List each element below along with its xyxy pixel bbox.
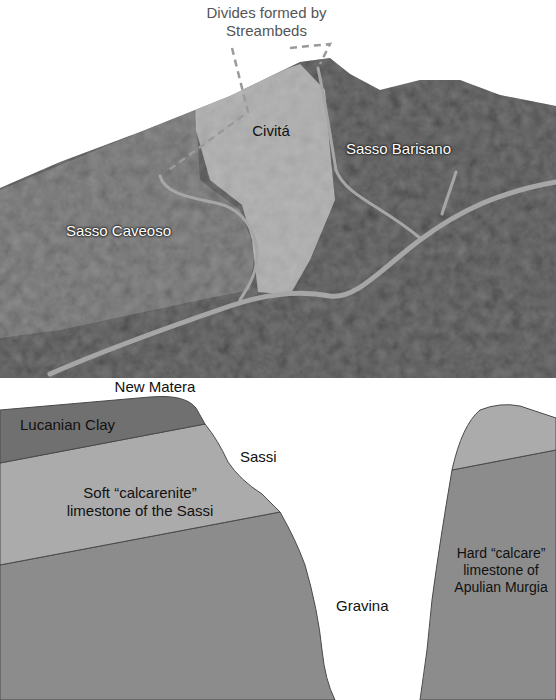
region-label: Sasso Caveoso	[66, 222, 216, 240]
civita-area	[195, 64, 335, 295]
barisano-branch	[442, 172, 456, 214]
region-label: New Matera	[100, 378, 210, 396]
region-label: Civitá	[240, 122, 302, 140]
gravina-streambed	[50, 182, 556, 374]
aerial-photo	[0, 0, 556, 380]
caveoso-streambed	[160, 176, 257, 300]
clay-layer	[0, 396, 205, 463]
region-label: Hard “calcare” limestone of Apulian Murg…	[449, 545, 553, 595]
divide-lines	[166, 44, 330, 172]
region-label: Lucanian Clay	[20, 416, 140, 434]
streambeds	[50, 68, 556, 374]
region-label: Sassi	[240, 448, 290, 466]
annotation-label: Divides formed by Streambeds	[204, 4, 329, 40]
photo-texture	[0, 0, 556, 380]
cross-section	[0, 396, 556, 700]
limestone-cap	[452, 405, 556, 470]
hard-limestone-right	[420, 450, 556, 700]
divide-line	[166, 48, 248, 172]
region-label: Soft “calcarenite” limestone of the Sass…	[58, 484, 222, 520]
region-label: Sasso Barisano	[346, 140, 456, 158]
photo-tint	[0, 0, 556, 380]
divide-line	[290, 44, 330, 64]
region-label: Gravina	[336, 597, 406, 615]
